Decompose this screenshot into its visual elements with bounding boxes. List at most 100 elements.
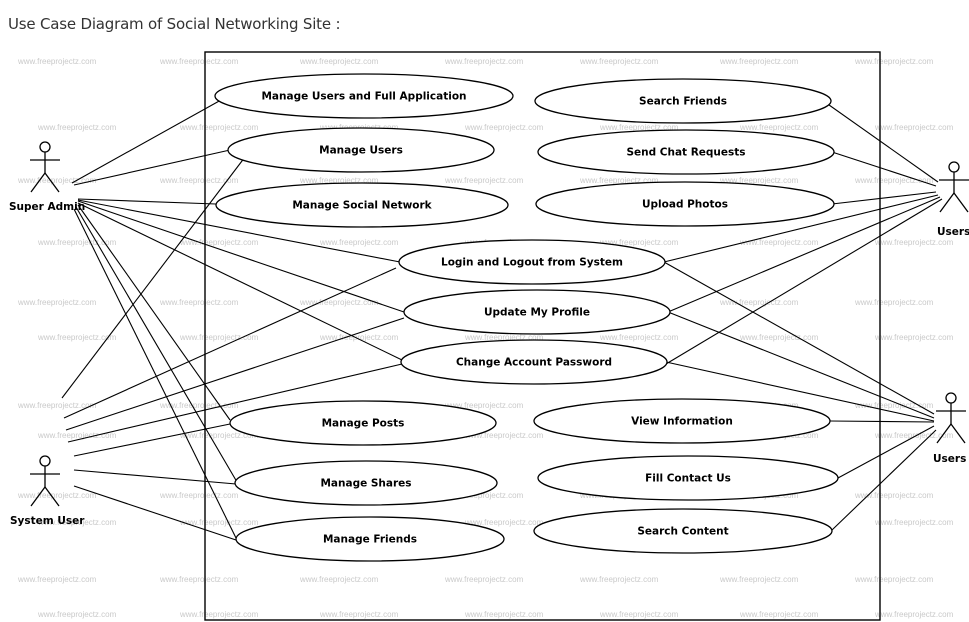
watermark-text: www.freeprojectz.com	[159, 176, 239, 185]
watermark-text: www.freeprojectz.com	[599, 610, 679, 619]
watermark-text: www.freeprojectz.com	[444, 575, 524, 584]
watermark-text: www.freeprojectz.com	[179, 123, 259, 132]
assoc-users2-login	[663, 261, 935, 415]
watermark-text: www.freeprojectz.com	[299, 57, 379, 66]
watermark-text: www.freeprojectz.com	[464, 123, 544, 132]
stick-figure-icon	[936, 392, 966, 444]
usecase-label: Manage Shares	[320, 478, 411, 490]
assoc-admin-update-profile	[77, 200, 405, 313]
assoc-admin-manage-friends	[73, 208, 237, 539]
usecase-update-profile: Update My Profile	[403, 289, 671, 335]
watermark-text: www.freeprojectz.com	[874, 431, 954, 440]
watermark-text: www.freeprojectz.com	[299, 298, 379, 307]
usecase-label: Change Account Password	[456, 357, 612, 369]
assoc-sysuser-manage-posts	[73, 423, 231, 457]
watermark-text: www.freeprojectz.com	[579, 575, 659, 584]
watermark-text: www.freeprojectz.com	[299, 575, 379, 584]
system-boundary	[204, 51, 881, 621]
assoc-users2-update-profile	[667, 311, 935, 419]
assoc-sysuser-manage-friends	[73, 485, 237, 541]
watermark-text: www.freeprojectz.com	[159, 298, 239, 307]
watermark-text: www.freeprojectz.com	[179, 238, 259, 247]
usecase-login-logout: Login and Logout from System	[398, 239, 666, 285]
watermark-text: www.freeprojectz.com	[579, 57, 659, 66]
usecase-label: Fill Contact Us	[645, 473, 731, 485]
watermark-text: www.freeprojectz.com	[599, 123, 679, 132]
usecase-manage-social-network: Manage Social Network	[215, 182, 509, 228]
assoc-users-upload-photos	[831, 191, 937, 205]
watermark-text: www.freeprojectz.com	[739, 238, 819, 247]
watermark-text: www.freeprojectz.com	[179, 518, 259, 527]
watermark-text: www.freeprojectz.com	[719, 575, 799, 584]
usecase-upload-photos: Upload Photos	[535, 181, 835, 227]
actor-users-bottom: Users	[933, 392, 966, 465]
watermark-text: www.freeprojectz.com	[874, 610, 954, 619]
usecase-label: Login and Logout from System	[441, 257, 623, 269]
watermark-text: www.freeprojectz.com	[159, 491, 239, 500]
assoc-sysuser-change-password	[67, 363, 403, 443]
watermark-text: www.freeprojectz.com	[739, 610, 819, 619]
watermark-text: www.freeprojectz.com	[854, 176, 934, 185]
watermark-text: www.freeprojectz.com	[319, 333, 399, 342]
usecase-label: Update My Profile	[484, 307, 590, 319]
assoc-sysuser-login	[63, 267, 397, 419]
usecase-manage-users-full-application: Manage Users and Full Application	[214, 73, 514, 119]
assoc-admin-social-network	[77, 198, 217, 205]
watermark-text: www.freeprojectz.com	[579, 176, 659, 185]
watermark-text: www.freeprojectz.com	[444, 57, 524, 66]
watermark-text: www.freeprojectz.com	[874, 238, 954, 247]
stick-figure-icon	[939, 161, 969, 213]
usecase-label: View Information	[631, 416, 733, 428]
assoc-admin-manage-users-full	[71, 99, 222, 184]
usecase-label: Manage Social Network	[292, 200, 432, 212]
usecase-label: Search Content	[637, 526, 728, 538]
usecase-manage-shares: Manage Shares	[234, 460, 498, 506]
assoc-users2-search-content	[831, 429, 937, 531]
assoc-users-change-password	[665, 198, 943, 365]
watermark-text: www.freeprojectz.com	[739, 123, 819, 132]
watermark-text: www.freeprojectz.com	[874, 518, 954, 527]
watermark-text: www.freeprojectz.com	[299, 176, 379, 185]
actor-super-admin: Super Admin	[9, 141, 85, 213]
usecase-search-content: Search Content	[533, 508, 833, 554]
watermark-text: www.freeprojectz.com	[319, 610, 399, 619]
watermark-text: www.freeprojectz.com	[444, 401, 524, 410]
watermark-text: www.freeprojectz.com	[464, 610, 544, 619]
watermark-text: www.freeprojectz.com	[159, 401, 239, 410]
actor-label: Super Admin	[9, 201, 85, 213]
assoc-users2-view-information	[829, 420, 935, 423]
watermark-text: www.freeprojectz.com	[719, 298, 799, 307]
watermark-text: www.freeprojectz.com	[37, 238, 117, 247]
usecase-label: Search Friends	[639, 96, 727, 108]
assoc-users-chat-requests	[831, 151, 937, 187]
watermark-text: www.freeprojectz.com	[739, 333, 819, 342]
watermark-text: www.freeprojectz.com	[719, 57, 799, 66]
watermark-text: www.freeprojectz.com	[17, 491, 97, 500]
usecase-label: Manage Users	[319, 145, 403, 157]
actor-users-top: Users	[937, 161, 969, 238]
usecase-view-information: View Information	[533, 398, 831, 444]
assoc-admin-change-password	[77, 202, 403, 361]
watermark-text: www.freeprojectz.com	[854, 57, 934, 66]
watermark-text: www.freeprojectz.com	[854, 575, 934, 584]
watermark-text: www.freeprojectz.com	[37, 610, 117, 619]
watermark-text: www.freeprojectz.com	[854, 401, 934, 410]
assoc-users2-contact-us	[837, 425, 935, 479]
usecase-manage-friends: Manage Friends	[235, 516, 505, 562]
watermark-text: www.freeprojectz.com	[854, 491, 934, 500]
stick-figure-icon	[30, 455, 60, 507]
assoc-users-login	[663, 194, 939, 263]
assoc-users2-change-password	[665, 361, 935, 422]
usecase-label: Manage Posts	[322, 418, 405, 430]
watermark-text: www.freeprojectz.com	[599, 333, 679, 342]
watermark-text: www.freeprojectz.com	[464, 518, 544, 527]
watermark-text: www.freeprojectz.com	[37, 518, 117, 527]
assoc-sysuser-update-profile	[65, 317, 405, 431]
assoc-sysuser-manage-shares	[73, 469, 237, 485]
watermark-text: www.freeprojectz.com	[37, 123, 117, 132]
watermark-text: www.freeprojectz.com	[319, 238, 399, 247]
watermark-text: www.freeprojectz.com	[17, 401, 97, 410]
watermark-text: www.freeprojectz.com	[179, 610, 259, 619]
watermark-text: www.freeprojectz.com	[179, 333, 259, 342]
